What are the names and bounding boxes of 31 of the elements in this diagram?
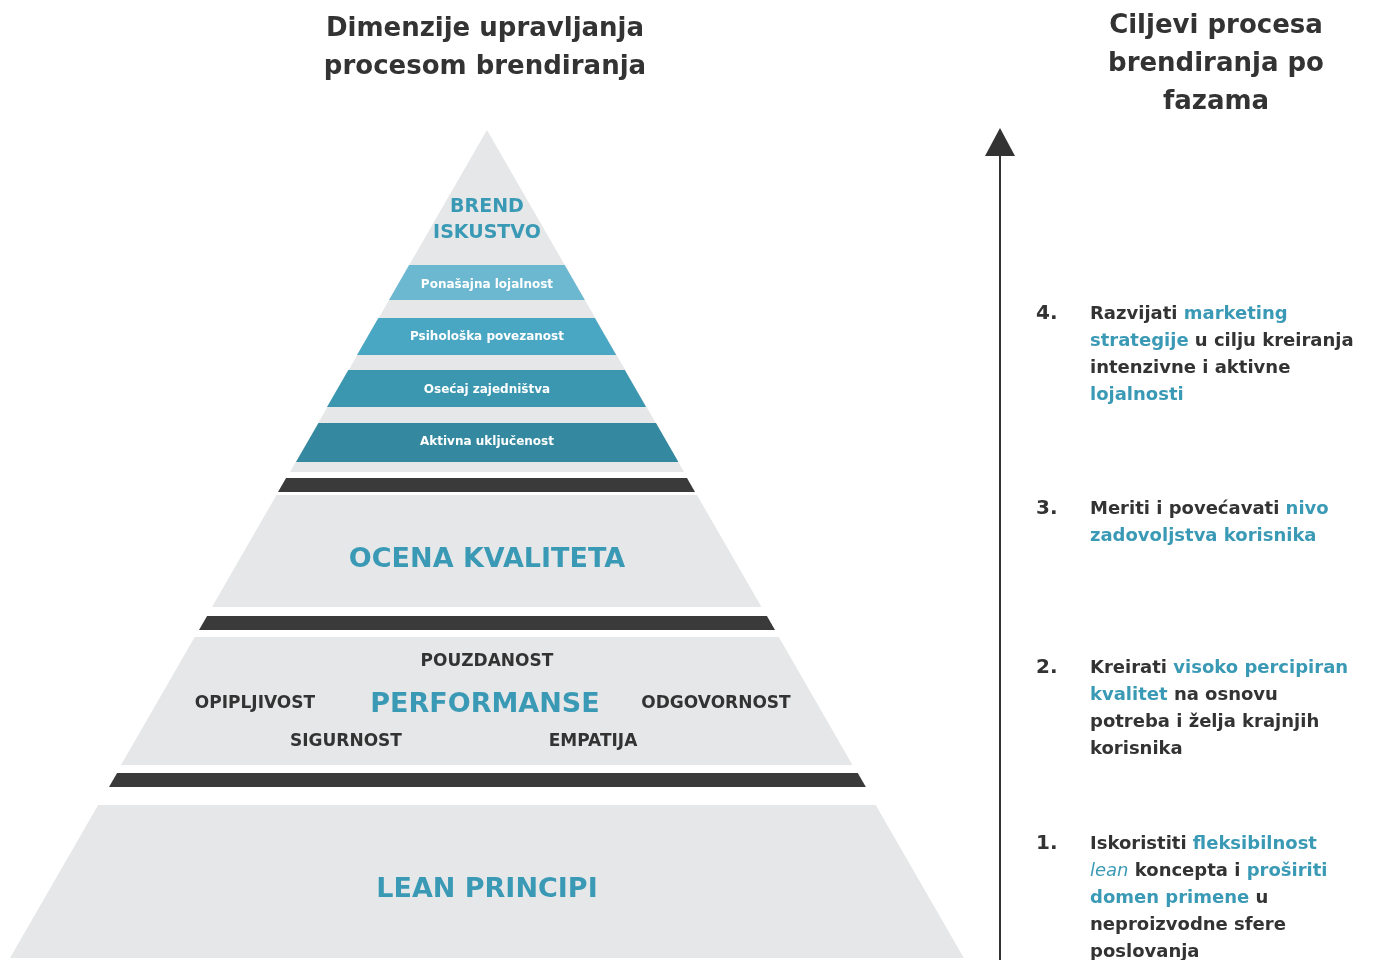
dimension-label: OPIPLJIVOST <box>194 692 316 712</box>
step-number: 2. <box>1036 654 1058 678</box>
pyramid-tier <box>290 130 684 472</box>
step-number: 1. <box>1036 830 1058 854</box>
dimension-label: SIGURNOST <box>290 730 402 750</box>
goal-text: Meriti i povećavati nivo zadovoljstva korisnika <box>1090 496 1330 547</box>
pyramid-tier <box>212 495 762 607</box>
dimension-label: EMPATIJA <box>548 730 638 750</box>
dimension-label: POUZDANOST <box>420 650 554 670</box>
heading: Ciljevi procesa brendiranja po fazama <box>1107 8 1325 117</box>
goal-text: Iskoristiti fleksibilnost lean koncepta i proširiti domen primene u neproizvodne sfere poslovanja <box>1090 831 1329 960</box>
goal-text: Kreirati visoko percipiran kvalitet na osnovu potreba i želja krajnjih korisnika <box>1090 655 1350 760</box>
band-label: Aktivna uključenost <box>420 434 554 448</box>
pyramid-band <box>357 318 617 355</box>
band-label: Ponašajna lojalnost <box>420 277 554 291</box>
pyramid-band <box>389 265 585 300</box>
pyramid-band <box>327 370 647 407</box>
goal-text: Razvijati marketing strategije u cilju kreiranja intenzivne i aktivne lojalnosti <box>1090 301 1355 406</box>
band-label: Psihološka povezanost <box>410 329 564 343</box>
dimension-label: BREND ISKUSTVO <box>432 193 542 244</box>
dimension-label: ODGOVORNOST <box>641 692 791 712</box>
band-label: Osećaj zajedništva <box>423 382 551 396</box>
step-number: 4. <box>1036 300 1058 324</box>
pyramid-band <box>295 423 679 462</box>
pyramid-tier <box>121 637 853 765</box>
tier-title: LEAN PRINCIPI <box>376 871 598 903</box>
heading: Dimenzije upravljanja procesom brendiranja <box>322 11 648 82</box>
pyramid-tier <box>10 805 964 958</box>
step-number: 3. <box>1036 495 1058 519</box>
tier-title: PERFORMANSE <box>370 686 600 718</box>
tier-title: OCENA KVALITETA <box>348 541 626 573</box>
